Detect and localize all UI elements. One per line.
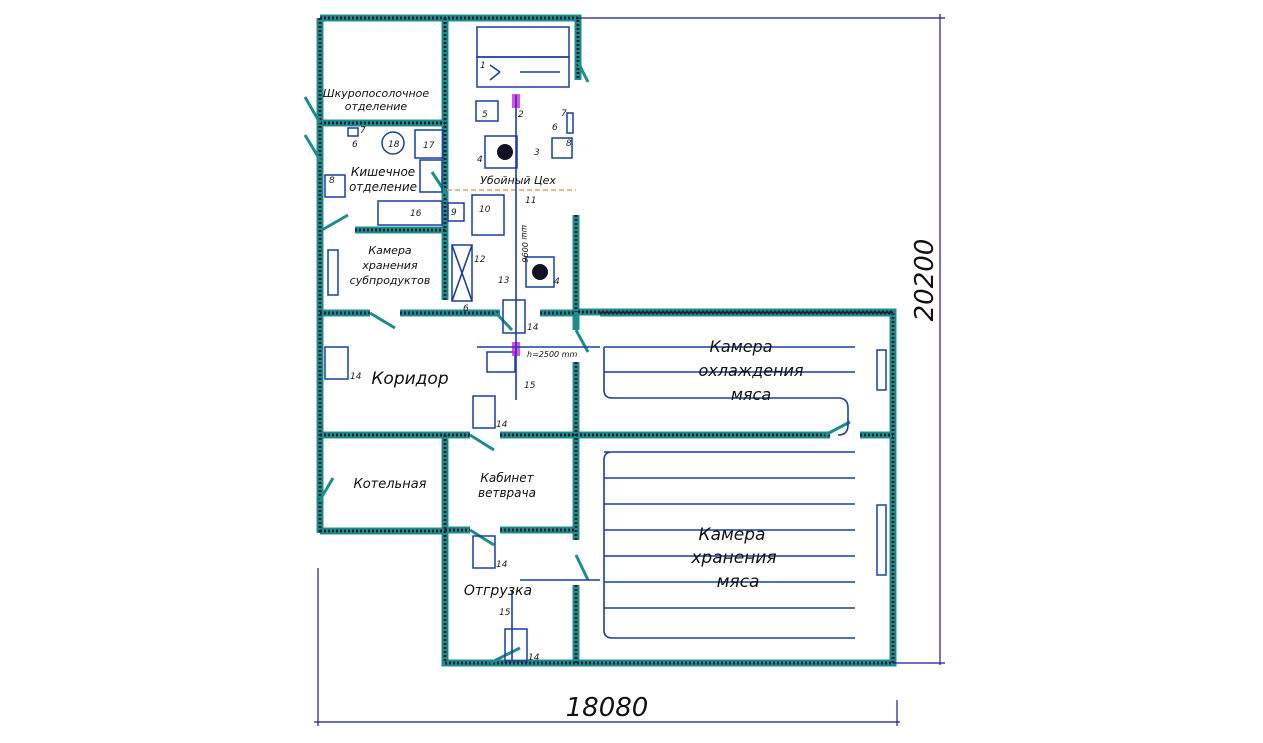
room-cooling-line3: мяса bbox=[731, 385, 771, 404]
room-offal-line3: субпродуктов bbox=[350, 274, 431, 287]
height-dimension: 20200 bbox=[910, 239, 940, 322]
num-5: 5 bbox=[482, 110, 488, 120]
num-7: 7 bbox=[561, 109, 567, 119]
num-6c: 6 bbox=[463, 304, 469, 314]
num-18: 18 bbox=[388, 140, 400, 150]
num-15: 15 bbox=[524, 381, 536, 391]
num-14: 14 bbox=[527, 323, 539, 333]
room-vet-line1: Кабинет bbox=[480, 471, 534, 485]
num-12: 12 bbox=[474, 255, 486, 265]
num-15b: 15 bbox=[499, 608, 511, 618]
room-shipping: Отгрузка bbox=[464, 583, 532, 599]
room-gut-line1: Кишечное bbox=[351, 165, 415, 179]
rail-annotation: шш 0096 bbox=[520, 225, 529, 263]
walls bbox=[316, 14, 897, 667]
num-11: 11 bbox=[525, 196, 536, 206]
num-4: 4 bbox=[477, 155, 483, 165]
equipment-numbers: 1 2 3 4 4 5 6 6 6 7 7 8 8 9 10 11 12 13 … bbox=[329, 61, 572, 663]
num-10: 10 bbox=[479, 205, 491, 215]
num-16: 16 bbox=[410, 209, 422, 219]
height-annotation: h=2500 mm bbox=[527, 350, 577, 359]
room-storage-line2: хранения bbox=[690, 548, 776, 568]
room-offal-line2: хранения bbox=[361, 259, 418, 272]
num-8b: 8 bbox=[329, 176, 335, 186]
num-14c: 14 bbox=[496, 420, 508, 430]
num-13: 13 bbox=[498, 276, 510, 286]
num-3: 3 bbox=[534, 148, 540, 158]
room-labels: Шкуропосолочное отделение Кишечное отдел… bbox=[323, 87, 804, 599]
dimensions: 18080 20200 bbox=[314, 14, 945, 726]
room-corridor: Коридор bbox=[371, 369, 448, 389]
room-boiler: Котельная bbox=[353, 477, 426, 492]
num-7b: 7 bbox=[360, 126, 366, 136]
num-6b: 6 bbox=[352, 140, 358, 150]
room-skin-line1: Шкуропосолочное bbox=[323, 87, 430, 100]
num-8: 8 bbox=[566, 139, 572, 149]
room-vet-line2: ветврача bbox=[478, 486, 536, 500]
num-6: 6 bbox=[552, 123, 558, 133]
num-4b: 4 bbox=[554, 277, 560, 287]
width-dimension: 18080 bbox=[566, 693, 649, 723]
num-9: 9 bbox=[451, 208, 457, 218]
room-slaughter: Убойный Цех bbox=[480, 174, 556, 187]
room-storage-line3: мяса bbox=[717, 572, 760, 592]
room-offal-line1: Камера bbox=[368, 244, 412, 257]
room-cooling-line1: Камера bbox=[709, 337, 772, 356]
room-storage-line1: Камера bbox=[699, 525, 766, 545]
num-17: 17 bbox=[423, 141, 435, 151]
num-1: 1 bbox=[480, 61, 486, 71]
num-14e: 14 bbox=[528, 653, 540, 663]
room-skin-line2: отделение bbox=[345, 100, 408, 113]
num-14d: 14 bbox=[496, 560, 508, 570]
rails bbox=[477, 95, 855, 660]
room-gut-line2: отделение bbox=[349, 180, 417, 194]
room-cooling-line2: охлаждения bbox=[698, 361, 803, 380]
num-14b: 14 bbox=[350, 372, 362, 382]
num-2: 2 bbox=[518, 110, 524, 120]
